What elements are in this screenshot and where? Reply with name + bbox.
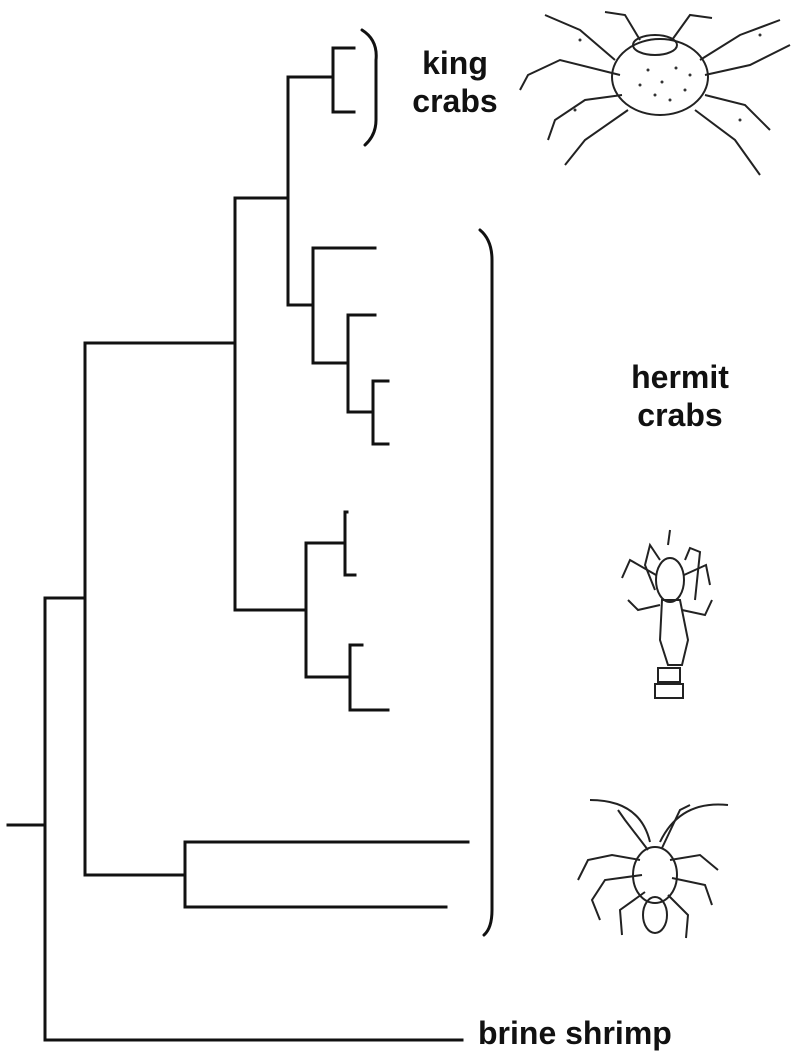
hermit-crabs-bracket (480, 230, 492, 935)
squat-hermit-crab-illustration (622, 530, 712, 698)
king-crabs-label: king crabs (400, 44, 510, 120)
tree-branches (8, 48, 468, 1040)
hermit-crabs-label-line1: hermit (615, 358, 745, 396)
hermit-crabs-label-line2: crabs (615, 396, 745, 434)
king-crab-illustration (520, 12, 790, 175)
king-crabs-label-line2: crabs (400, 82, 510, 120)
brine-shrimp-label: brine shrimp (478, 1014, 798, 1052)
hermit-crab-illustration (578, 800, 728, 938)
hermit-crabs-label: hermit crabs (615, 358, 745, 434)
king-crabs-label-line1: king (400, 44, 510, 82)
king-crabs-bracket (362, 30, 376, 145)
